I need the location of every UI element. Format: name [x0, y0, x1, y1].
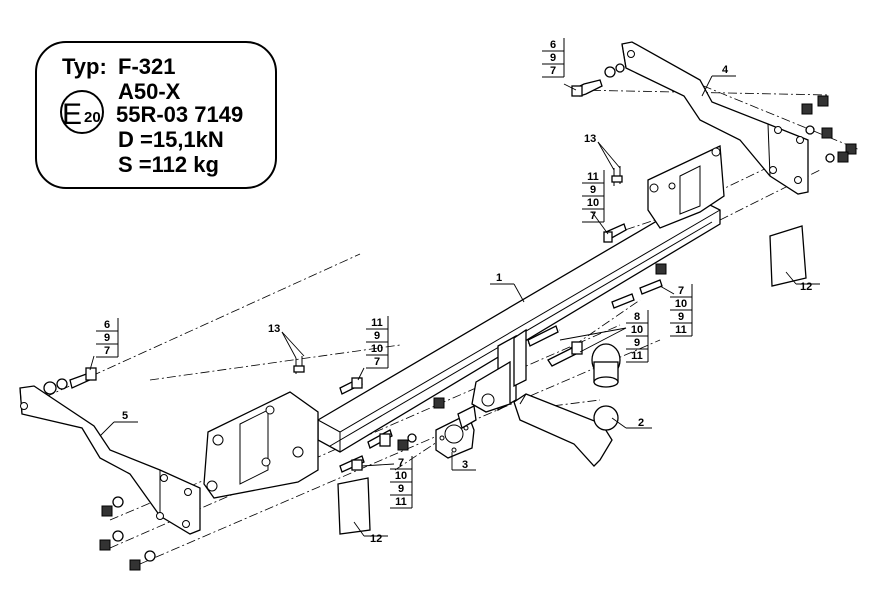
part-label-2: 2: [638, 417, 644, 429]
fastener-number: 11: [675, 324, 687, 336]
fastener-number: 10: [371, 343, 383, 355]
part-label-13-top: 13: [584, 133, 596, 145]
fastener-number: 11: [395, 496, 407, 508]
approval-mark: E: [62, 98, 82, 131]
fastener-stack-bottom-left-bolt: 697: [96, 318, 119, 358]
part-label-5: 5: [122, 410, 128, 422]
spec-panel: Typ: F-321 A50-X E 20 55R-03 7149 D =15,…: [35, 41, 277, 189]
left-side-bracket: [19, 385, 201, 535]
part-label-1: 1: [496, 272, 502, 284]
fastener-number: 7: [104, 345, 110, 357]
fastener-number: 9: [678, 311, 684, 323]
socket-plate: [435, 405, 477, 459]
fastener-number: 9: [634, 337, 640, 349]
fastener-number: 11: [371, 317, 383, 329]
part-label-13-left: 13: [268, 323, 280, 335]
fastener-number: 6: [104, 319, 110, 331]
type-label: Typ:: [62, 54, 107, 79]
fastener-number: 7: [398, 457, 404, 469]
fastener-number: 10: [395, 470, 407, 482]
fastener-number: 7: [590, 210, 596, 222]
fastener-stack-top-left-bolt: 697: [542, 38, 565, 78]
ball-neck: [513, 343, 621, 467]
fastener-number: 10: [675, 298, 687, 310]
fastener-number: 7: [550, 65, 556, 77]
fastener-number: 9: [550, 52, 556, 64]
part-labels: 1 2 3 4 5 12 12 13 13: [122, 64, 812, 545]
fastener-number: 7: [678, 285, 684, 297]
fastener-number: 9: [398, 483, 404, 495]
fastener-number: 8: [634, 311, 640, 323]
approval-circle-icon: [60, 90, 104, 134]
d-value: D =15,1kN: [118, 127, 224, 152]
fastener-number: 11: [631, 350, 643, 362]
nuts-and-washers: [99, 95, 857, 571]
fastener-number: 9: [590, 184, 596, 196]
fastener-number: 6: [550, 39, 556, 51]
part-label-12-bottom: 12: [370, 533, 382, 545]
bolts: [43, 63, 663, 473]
leader-lines: [89, 75, 820, 537]
rubber-pad-bottom: [337, 477, 371, 535]
approval-country: 20: [84, 109, 101, 126]
fastener-number: 11: [587, 171, 599, 183]
type-value: F-321: [118, 54, 175, 79]
fastener-number: 7: [374, 356, 380, 368]
fastener-number: 9: [374, 330, 380, 342]
rubber-pad-right: [769, 225, 807, 287]
part-label-3: 3: [462, 459, 468, 471]
fastener-number: 9: [104, 332, 110, 344]
part-label-4: 4: [722, 64, 729, 76]
approval-number: 55R-03 7149: [116, 102, 243, 127]
fastener-number: 10: [587, 197, 599, 209]
part-label-12-right: 12: [800, 281, 812, 293]
class-value: A50-X: [118, 79, 181, 104]
right-side-bracket: [621, 41, 809, 195]
main-cross-tube: [203, 145, 725, 499]
fastener-number: 10: [631, 324, 643, 336]
s-value: S =112 kg: [118, 152, 219, 177]
